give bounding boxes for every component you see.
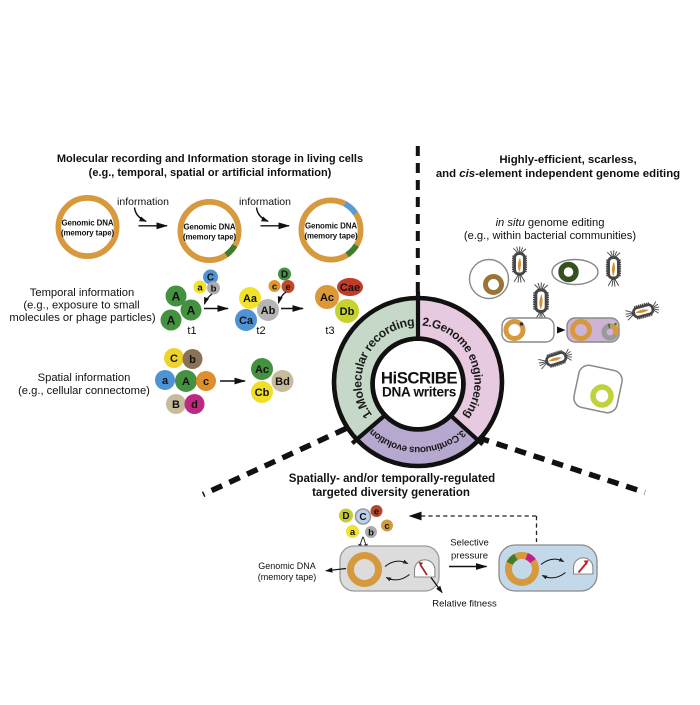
svg-text:C: C [170,353,178,365]
svg-text:Ca: Ca [239,315,254,327]
svg-text:D: D [342,511,349,522]
svg-text:molecules or phage particles): molecules or phage particles) [9,312,155,324]
svg-text:Genomic DNA: Genomic DNA [305,222,357,231]
svg-text:in situ genome editing: in situ genome editing [496,217,605,229]
svg-text:t1: t1 [187,325,196,337]
svg-text:A: A [182,376,190,388]
svg-text:A: A [167,313,176,327]
svg-text:C: C [359,512,366,523]
svg-text:(memory tape): (memory tape) [183,233,237,242]
svg-text:(memory tape): (memory tape) [258,572,317,582]
svg-text:HiSCRIBE: HiSCRIBE [381,369,457,388]
svg-text:C: C [207,273,214,284]
svg-text:b: b [189,354,196,366]
svg-text:information: information [117,196,169,208]
svg-text:t2: t2 [256,325,265,337]
svg-text:b: b [211,284,217,295]
svg-text:Ac: Ac [320,292,334,304]
svg-text:c: c [272,282,278,293]
svg-text:Aa: Aa [243,293,258,305]
svg-text:Highly-efficient, scarless,: Highly-efficient, scarless, [499,154,636,166]
svg-text:(e.g., temporal, spatial or ar: (e.g., temporal, spatial or artificial i… [89,167,332,179]
svg-text:d: d [191,399,198,411]
svg-text:B: B [172,399,180,411]
svg-text:Genomic DNA: Genomic DNA [62,219,114,228]
svg-text:Ab: Ab [261,305,276,317]
svg-text:Molecular recording and Inform: Molecular recording and Information stor… [57,153,363,165]
svg-text:e: e [285,282,290,293]
svg-text:Temporal information: Temporal information [30,287,134,299]
svg-text:Db: Db [340,306,355,318]
svg-text:b: b [368,527,374,538]
svg-text:information: information [239,196,291,208]
svg-text:(memory tape): (memory tape) [304,232,358,241]
svg-text:a: a [197,283,203,294]
svg-text:Genomic DNA: Genomic DNA [184,223,236,232]
svg-text:targeted diversity generation: targeted diversity generation [312,487,470,499]
svg-text:(e.g., cellular connectome): (e.g., cellular connectome) [18,385,150,397]
svg-text:Ac: Ac [255,364,269,376]
svg-text:a: a [162,375,169,387]
svg-text:Spatial information: Spatial information [38,372,131,384]
svg-text:and cis-element independent ge: and cis-element independent genome editi… [436,168,680,180]
svg-text:DNA writers: DNA writers [382,385,456,400]
svg-text:Spatially- and/or temporally-r: Spatially- and/or temporally-regulated [289,473,495,485]
svg-text:(e.g., within bacterial commun: (e.g., within bacterial communities) [464,230,637,242]
svg-text:Cae: Cae [340,282,360,294]
svg-text:c: c [384,521,389,532]
svg-text:A: A [187,303,196,317]
svg-text:Cb: Cb [255,387,270,399]
svg-text:(e.g., exposure to small: (e.g., exposure to small [23,300,139,312]
svg-text:c: c [203,376,209,388]
svg-text:Genomic DNA: Genomic DNA [258,561,316,571]
svg-text:pressure: pressure [451,551,488,562]
svg-text:A: A [172,289,181,303]
svg-text:(memory tape): (memory tape) [61,229,115,238]
svg-text:Bd: Bd [275,376,290,388]
svg-text:a: a [350,527,356,538]
svg-text:t3: t3 [325,325,334,337]
svg-text:e: e [374,506,379,517]
svg-text:Relative fitness: Relative fitness [432,599,497,610]
svg-text:D: D [281,270,288,281]
svg-text:Selective: Selective [450,538,489,549]
